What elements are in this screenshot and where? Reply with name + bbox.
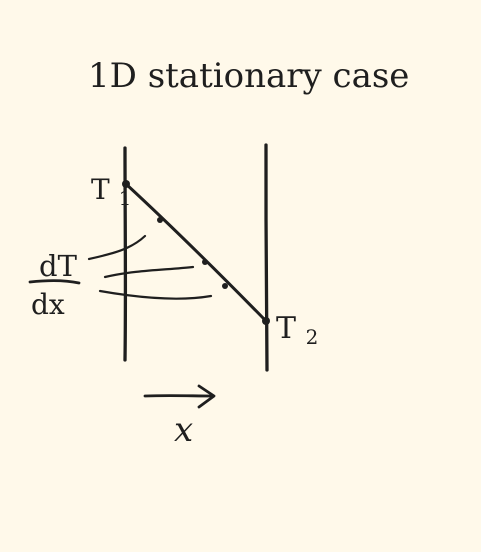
- profile-point-1: [157, 217, 163, 223]
- derivative-fraction-bar: [28, 279, 81, 285]
- left-temperature-label: T 1: [91, 173, 131, 210]
- right-temperature-subscript: 2: [306, 325, 319, 349]
- derivative-curve-middle: [103, 265, 195, 279]
- derivative-denominator: dx: [31, 288, 65, 321]
- derivative-curve-bottom: [98, 289, 213, 300]
- left-temperature-symbol: T: [91, 173, 110, 206]
- right-temperature-label: T 2: [276, 311, 318, 349]
- derivative-curve-top: [87, 234, 147, 261]
- axis-label-x: x: [174, 410, 193, 450]
- profile-point-2: [202, 259, 208, 265]
- right-temperature-symbol: T: [276, 311, 296, 346]
- right-wall-line: [264, 143, 269, 372]
- diagram-title: 1D stationary case: [88, 56, 409, 96]
- derivative-numerator: dT: [39, 249, 78, 283]
- left-temperature-point: [122, 180, 130, 188]
- right-temperature-point: [262, 317, 270, 325]
- temperature-profile-line: [124, 182, 268, 323]
- profile-point-3: [222, 283, 228, 289]
- left-temperature-subscript: 1: [119, 186, 132, 210]
- axis-arrow-head: [197, 384, 216, 409]
